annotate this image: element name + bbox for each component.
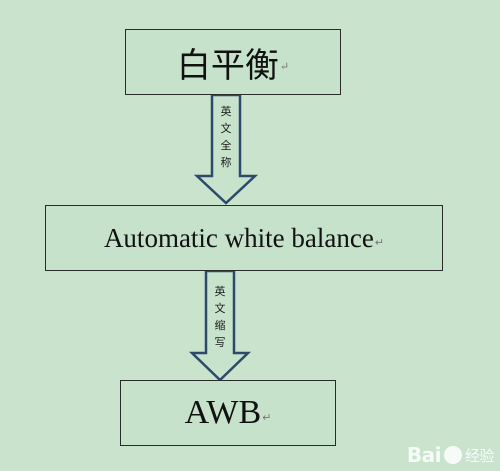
watermark: Bai 经验 <box>406 443 495 467</box>
paragraph-mark: ↵ <box>262 411 272 424</box>
box-full-name: Automatic white balance↵ <box>45 205 443 271</box>
arrow-abbreviation-label: 英文缩写 <box>214 285 226 349</box>
box-chinese-term-text: 白平衡 <box>176 45 279 86</box>
box-full-name-text: Automatic white balance <box>103 222 374 253</box>
box-abbreviation: AWB↵ <box>120 380 336 446</box>
paragraph-mark: ↵ <box>279 59 290 73</box>
box-chinese-term: 白平衡↵ <box>125 29 341 95</box>
paw-icon <box>443 446 462 464</box>
box-abbreviation-text: AWB <box>184 394 262 431</box>
arrow-abbreviation <box>188 269 252 382</box>
watermark-brand: Bai <box>406 443 442 467</box>
watermark-suffix: 经验 <box>464 446 495 465</box>
paragraph-mark: ↵ <box>374 236 385 249</box>
arrow-full-name <box>193 93 259 205</box>
arrow-full-name-label: 英文全称 <box>220 105 232 169</box>
